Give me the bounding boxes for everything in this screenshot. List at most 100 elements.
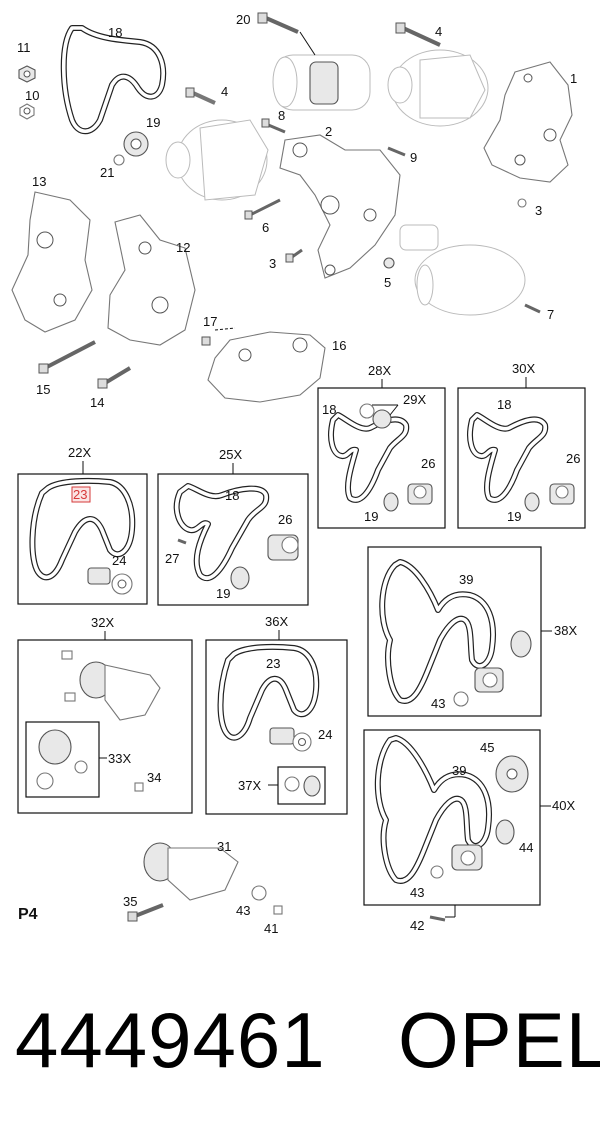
kit-25x-box — [157, 473, 309, 606]
callout-6: 6 — [262, 220, 269, 235]
callout-43-loose: 43 — [236, 903, 250, 918]
bolt-41 — [273, 905, 283, 915]
bolt-4-left — [185, 87, 216, 105]
bracket-16 — [207, 331, 326, 403]
callout-42: 42 — [410, 918, 424, 933]
callout-41: 41 — [264, 921, 278, 936]
bolt-9 — [387, 146, 406, 157]
kit-40x-box — [363, 729, 541, 906]
callout-19: 19 — [146, 115, 160, 130]
callout-39-kit40: 39 — [452, 763, 466, 778]
callout-33x: 33X — [108, 751, 131, 766]
bolt-21 — [113, 154, 125, 166]
kit-38x-title: 38X — [554, 623, 577, 638]
idler-44-kit40 — [495, 819, 515, 845]
idler-19-kit25 — [230, 566, 250, 590]
part-number: 4449461 — [15, 996, 326, 1084]
bolt-34 — [134, 782, 144, 792]
callout-12: 12 — [176, 240, 190, 255]
kit-22x-box — [17, 473, 148, 605]
callout-26-kit30: 26 — [566, 451, 580, 466]
idler-pulley-19 — [123, 131, 149, 157]
belt-18-kit28 — [328, 412, 410, 503]
callout-39-kit38: 39 — [459, 572, 473, 587]
belt-23-kit36 — [217, 643, 320, 741]
callout-7: 7 — [547, 307, 554, 322]
callout-20: 20 — [236, 12, 250, 27]
callout-5: 5 — [384, 275, 391, 290]
bolt-4-right — [395, 22, 441, 47]
seal-43-kit40 — [430, 865, 444, 879]
tensioner-kit38 — [474, 667, 504, 693]
belt-18-kit30 — [467, 412, 549, 503]
tensioner-26-kit25 — [267, 534, 299, 561]
callout-23-highlighted: 23 — [73, 487, 87, 502]
parts-diagram: 18 11 10 19 21 4 20 4 — [11, 12, 586, 936]
bolt-8 — [261, 118, 286, 134]
callout-26-kit28: 26 — [421, 456, 435, 471]
callout-23-kit36: 23 — [266, 656, 280, 671]
kit-40x-title: 40X — [552, 798, 575, 813]
callout-10: 10 — [25, 88, 39, 103]
callout-18-kit30: 18 — [497, 397, 511, 412]
callout-3a: 3 — [535, 203, 542, 218]
belt-39-kit40 — [374, 735, 492, 884]
bracket-2 — [279, 134, 401, 279]
idler-19-kit28 — [383, 492, 399, 512]
bolt-14 — [97, 366, 132, 389]
bolt-42 — [429, 905, 456, 922]
tensioner-26-kit30 — [549, 483, 575, 505]
kit-32x-box — [17, 639, 193, 814]
nut-11 — [18, 65, 36, 83]
callout-44-kit40: 44 — [519, 840, 533, 855]
callout-15: 15 — [36, 382, 50, 397]
kit-25x-title: 25X — [219, 447, 242, 462]
callout-4a: 4 — [221, 84, 228, 99]
tensioner-24-kit22 — [87, 567, 133, 595]
tensioner-24-kit36 — [269, 727, 312, 752]
kit-28x-box — [317, 387, 446, 529]
bracket-13 — [11, 191, 93, 333]
callout-11: 11 — [17, 40, 31, 55]
serpentine-belt-18 — [60, 25, 167, 135]
bracket-1 — [483, 61, 573, 183]
kit-37x-parts — [284, 775, 321, 797]
callout-21: 21 — [100, 165, 114, 180]
callout-29x-kit28: 29X — [403, 392, 426, 407]
callout-3b: 3 — [269, 256, 276, 271]
kit-33x-box — [25, 721, 100, 798]
alternator-ghost-right — [387, 49, 489, 127]
bolt-17 — [201, 327, 236, 346]
callout-19-kit25: 19 — [216, 586, 230, 601]
belt-23-kit22 — [29, 477, 136, 581]
kit-30x-title: 30X — [512, 361, 535, 376]
callout-16: 16 — [332, 338, 346, 353]
callout-18: 18 — [108, 25, 122, 40]
kit-32x-title: 32X — [91, 615, 114, 630]
bolt-27-kit25 — [177, 538, 187, 545]
tensioner-kit40 — [451, 844, 483, 871]
pulley-kit33 — [36, 729, 88, 790]
seal-43-loose — [251, 885, 267, 901]
bolt-3-middle — [285, 248, 303, 263]
callout-24-kit22: 24 — [112, 553, 126, 568]
bolt-15 — [38, 340, 96, 374]
callout-19-kit30: 19 — [507, 509, 521, 524]
tensioner-assembly-kit32 — [61, 650, 161, 721]
kit-28x-title: 28X — [368, 363, 391, 378]
ac-compressor-ghost — [272, 31, 371, 111]
alternator-center — [165, 119, 269, 201]
page-label: P4 — [18, 906, 38, 923]
callout-1: 1 — [570, 71, 577, 86]
callout-14: 14 — [90, 395, 104, 410]
callout-18-kit25: 18 — [225, 488, 239, 503]
callout-43-kit38: 43 — [431, 696, 445, 711]
callout-27-kit25: 27 — [165, 551, 179, 566]
bracket-31 — [143, 842, 239, 901]
bolt-6 — [244, 198, 281, 220]
callout-9: 9 — [410, 150, 417, 165]
callout-8: 8 — [278, 108, 285, 123]
callout-37x: 37X — [238, 778, 261, 793]
callout-35: 35 — [123, 894, 137, 909]
callout-2: 2 — [325, 124, 332, 139]
